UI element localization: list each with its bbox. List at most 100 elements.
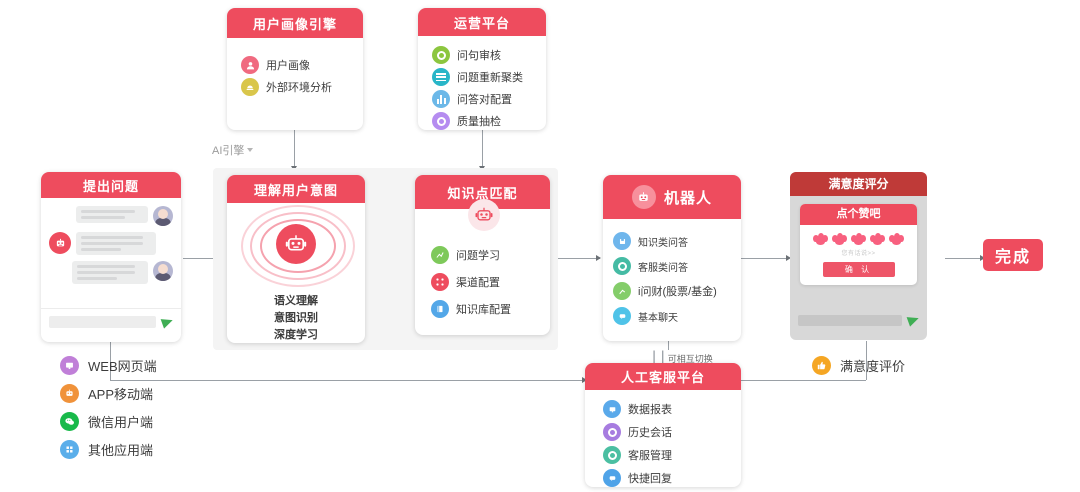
chat-input-bar[interactable] xyxy=(41,308,181,335)
flower-icon[interactable] xyxy=(813,233,828,246)
card-operations-platform[interactable]: 运营平台 问句审核 问题重新聚类 问答对配置 xyxy=(418,8,546,130)
flower-icon[interactable] xyxy=(851,233,866,246)
card-ask-question[interactable]: 提出问题 xyxy=(41,172,181,342)
connector-ask-down xyxy=(110,341,111,380)
chat-message-user xyxy=(49,261,173,284)
list-item-label: 历史会话 xyxy=(628,427,672,439)
list-item-label: i问财(股票/基金) xyxy=(638,286,717,298)
chart-up-icon xyxy=(431,246,449,264)
list-item[interactable]: i问财(股票/基金) xyxy=(613,282,731,300)
card-knowledge-match[interactable]: 知识点匹配 问题学习 渠道配置 知识库配置 xyxy=(415,175,550,335)
legend-item-other[interactable]: 其他应用端 xyxy=(60,440,157,459)
monitor-icon xyxy=(60,356,79,375)
legend-item-app[interactable]: APP移动端 xyxy=(60,384,157,403)
list-item-label: 外部环境分析 xyxy=(266,82,332,94)
list-item[interactable]: 客服管理 xyxy=(603,446,731,464)
list-item[interactable]: 数据报表 xyxy=(603,400,731,418)
ai-engine-label[interactable]: AI引擎 xyxy=(212,141,254,159)
rating-dialog-title: 点个赞吧 xyxy=(800,204,917,225)
chevron-down-icon xyxy=(247,147,254,152)
arrow-right-satisfaction xyxy=(786,255,791,261)
send-icon[interactable] xyxy=(906,313,921,327)
card-title: 用户画像引擎 xyxy=(227,8,363,38)
list-item-label: 快捷回复 xyxy=(628,473,672,485)
robot-avatar-badge xyxy=(468,199,500,231)
list-item-label: 用户画像 xyxy=(266,60,310,72)
rating-subtext[interactable]: 您有话说>> xyxy=(841,251,876,257)
intent-radar-graphic xyxy=(241,205,355,293)
legend-item-web[interactable]: WEB网页端 xyxy=(60,356,157,375)
list-item[interactable]: 问题重新聚类 xyxy=(432,68,536,86)
card-human-service[interactable]: 人工客服平台 数据报表 历史会话 客服管理 xyxy=(585,363,741,487)
list-item-label: 质量抽检 xyxy=(457,116,501,128)
card-robot[interactable]: 机器人 知识类问答 客服类问答 i问财(股票/基金) xyxy=(603,175,741,341)
flower-icon[interactable] xyxy=(870,233,885,246)
chat-preview xyxy=(41,198,181,308)
list-item[interactable]: 基本聊天 xyxy=(613,307,731,325)
trend-icon xyxy=(613,282,631,300)
rating-stars[interactable] xyxy=(800,225,917,248)
list-item[interactable]: 知识库配置 xyxy=(431,300,540,318)
satisfaction-input-field[interactable] xyxy=(798,314,902,326)
legend-item-wechat[interactable]: 微信用户端 xyxy=(60,412,157,431)
list-item[interactable]: 问答对配置 xyxy=(432,90,536,108)
card-understand-intent[interactable]: 理解用户意图 语义理解 意图识别 深度学习 xyxy=(227,175,365,343)
intent-keyword: 意图识别 xyxy=(274,312,318,324)
list-item-label: 渠道配置 xyxy=(456,277,500,289)
robot-icon xyxy=(49,232,71,254)
connector-robot-to-satisfaction xyxy=(741,258,789,259)
connector-up-satisfaction xyxy=(866,341,867,380)
rating-dialog[interactable]: 点个赞吧 您有话说>> 确 认 xyxy=(800,204,917,285)
chat-message-bot xyxy=(49,232,173,255)
headset-icon xyxy=(613,257,631,275)
connector-satisfaction-to-finish xyxy=(945,258,983,259)
switch-note: | |可相互切换 xyxy=(652,349,713,366)
arrow-right-finish xyxy=(980,255,985,261)
chat-input-field[interactable] xyxy=(49,316,156,328)
card-title: 机器人 xyxy=(663,189,712,207)
legend-label: 微信用户端 xyxy=(88,415,154,430)
card-title: 人工客服平台 xyxy=(585,363,741,390)
confirm-button[interactable]: 确 认 xyxy=(822,262,895,277)
list-item-label: 基本聊天 xyxy=(638,312,678,324)
avatar xyxy=(153,261,173,281)
share-icon xyxy=(431,273,449,291)
card-user-profile-engine[interactable]: 用户画像引擎 用户画像 外部环境分析 xyxy=(227,8,363,130)
list-item-label: 数据报表 xyxy=(628,404,672,416)
wechat-icon xyxy=(60,412,79,431)
connector-bottom-to-human xyxy=(110,380,585,381)
list-item-label: 问答对配置 xyxy=(457,94,512,106)
list-item[interactable]: 快捷回复 xyxy=(603,469,731,487)
connector-profile-to-intent xyxy=(294,130,295,168)
list-item[interactable]: 渠道配置 xyxy=(431,273,540,291)
send-icon[interactable] xyxy=(160,315,175,329)
list-item[interactable]: 用户画像 xyxy=(241,56,353,74)
list-item-label: 知识库配置 xyxy=(456,304,511,316)
bars-icon xyxy=(432,90,450,108)
legend-label: WEB网页端 xyxy=(88,359,157,374)
satisfaction-input-bar[interactable] xyxy=(790,308,927,332)
list-item[interactable]: 知识类问答 xyxy=(613,232,731,250)
avatar xyxy=(153,206,173,226)
list-item[interactable]: 客服类问答 xyxy=(613,257,731,275)
list-item[interactable]: 质量抽检 xyxy=(432,112,536,130)
card-title: 提出问题 xyxy=(41,172,181,198)
list-item[interactable]: 问题学习 xyxy=(431,246,540,264)
intent-keyword: 深度学习 xyxy=(274,329,318,341)
card-satisfaction[interactable]: 满意度评分 点个赞吧 您有话说>> xyxy=(790,172,927,340)
list-item[interactable]: 问句审核 xyxy=(432,46,536,64)
legend-item-satisfaction[interactable]: 满意度评价 xyxy=(812,356,905,375)
connector-ops-to-knowledge xyxy=(482,130,483,168)
flower-icon[interactable] xyxy=(889,233,904,246)
book-icon xyxy=(431,300,449,318)
legend-label: 其他应用端 xyxy=(88,443,154,458)
app-robot-icon xyxy=(60,384,79,403)
intent-keyword: 语义理解 xyxy=(274,295,318,307)
list-item[interactable]: 外部环境分析 xyxy=(241,78,353,96)
list-item-label: 客服管理 xyxy=(628,450,672,462)
thumbs-up-icon xyxy=(812,356,831,375)
legend-label: 满意度评价 xyxy=(840,359,906,374)
list-item[interactable]: 历史会话 xyxy=(603,423,731,441)
finish-badge[interactable]: 完成 xyxy=(983,239,1043,271)
flower-icon[interactable] xyxy=(832,233,847,246)
